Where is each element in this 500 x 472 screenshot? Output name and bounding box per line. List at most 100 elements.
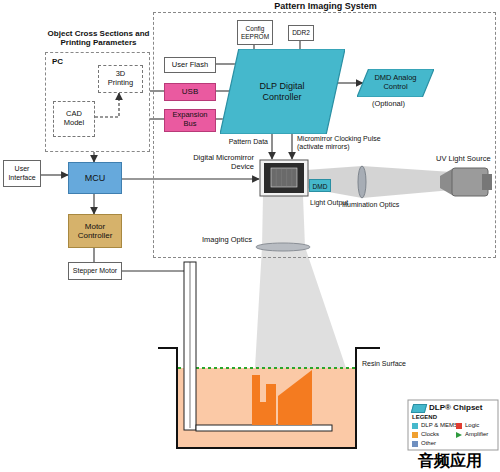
annotation: (Optional)	[372, 100, 422, 109]
motor-box: Stepper Motor	[68, 262, 122, 280]
node-label: MCU	[85, 173, 106, 183]
node-label: Expansion Bus	[168, 111, 212, 128]
node-content: 3D Printing	[99, 66, 142, 92]
memory-box: User Flash	[164, 57, 216, 73]
dmd-grid	[291, 168, 292, 187]
legend-label: Amplifier	[465, 431, 488, 438]
legend-swatch	[412, 423, 418, 429]
node-label: Pattern Imaging System	[154, 1, 497, 11]
legend-label: DLP® Chipset	[429, 403, 482, 412]
dmd-array	[271, 168, 297, 187]
node-label: DLP Digital Controller	[240, 81, 325, 102]
analog-chip: DMD Analog Control	[357, 69, 434, 97]
connector	[93, 248, 94, 262]
software-box: CAD Model	[53, 101, 95, 137]
node-label: DMD	[309, 179, 331, 192]
node-content: DLP Digital Controller	[220, 49, 345, 134]
pc-region: Object Cross Sections and Printing Param…	[45, 52, 150, 152]
legend-swatch	[456, 423, 462, 429]
dmd-frame	[260, 160, 308, 196]
dmd-picture	[259, 159, 309, 197]
node-content: DMD Analog Control	[357, 69, 434, 97]
legend-label: DLP & MEMS	[421, 422, 458, 429]
memory-box: Config EEPROM	[237, 20, 273, 45]
legend-swatch-shape	[456, 432, 462, 438]
connector	[216, 63, 235, 64]
legend-heading: LEGEND	[412, 414, 452, 421]
motor-controller-box: Motor Controller	[68, 214, 122, 248]
legend-box	[408, 400, 498, 450]
connector	[122, 178, 259, 179]
node-content: Motor Controller	[69, 215, 121, 247]
node-label: CAD Model	[57, 110, 91, 127]
imaging-lens	[256, 243, 310, 251]
uv-lamp-cone	[440, 169, 452, 195]
legend-swatch	[412, 441, 418, 447]
node-content: Stepper Motor	[69, 263, 121, 279]
node-content: User Flash	[165, 58, 215, 72]
connector	[95, 93, 119, 117]
node-label: Motor Controller	[72, 222, 118, 240]
platform-arm-line	[190, 262, 191, 428]
platform-arm	[184, 262, 196, 430]
connector	[337, 82, 363, 83]
annotation: Resin Surface	[362, 360, 422, 368]
legend-swatch	[412, 432, 418, 438]
legend-label: Clocks	[421, 431, 439, 438]
node-content: DDR2	[289, 26, 313, 40]
connector	[41, 174, 68, 175]
build-platform	[196, 425, 332, 431]
node-label: 3D Printing	[102, 70, 139, 87]
chip-shape	[357, 69, 434, 97]
connector	[93, 194, 94, 214]
printed-object	[252, 375, 276, 425]
node-content: USB	[165, 84, 215, 100]
node-content: User Interface	[4, 161, 40, 186]
node-sublabel: PC	[52, 57, 63, 66]
controller-chip: DLP Digital Controller	[220, 49, 345, 134]
dmd-package	[264, 163, 304, 193]
watermark: 音频应用	[418, 452, 498, 470]
annotation: Imaging Optics	[196, 236, 252, 245]
node-content: CAD Model	[54, 102, 94, 136]
dmd-grid	[281, 168, 282, 187]
node-content: Expansion Bus	[165, 110, 215, 131]
dmd-grid	[276, 168, 277, 187]
interface-box: USB	[164, 83, 216, 101]
illumination-lens	[358, 166, 366, 198]
resin-surface-line	[178, 367, 355, 369]
connector	[216, 118, 223, 119]
annotation: Illumination Optics	[342, 201, 412, 209]
process-box: User Interface	[3, 160, 41, 187]
resin	[178, 368, 355, 447]
dmd-device: DMD	[259, 159, 331, 197]
chip-shape	[220, 49, 345, 134]
node-content: MCU	[69, 163, 121, 193]
connector	[271, 134, 272, 159]
node-label: Config EEPROM	[241, 25, 269, 40]
node-label: User Interface	[7, 165, 37, 181]
connector	[291, 134, 292, 159]
dmd-grid	[286, 168, 287, 187]
annotation: Digital Micromirror Device	[180, 154, 254, 171]
legend-label: Logic	[465, 422, 479, 429]
node-label: Object Cross Sections and Printing Param…	[40, 29, 157, 47]
memory-box: DDR2	[288, 25, 314, 41]
illumination-beam	[306, 166, 452, 198]
printed-object	[278, 370, 312, 425]
node-label: DDR2	[292, 29, 310, 36]
signal-label: Pattern Data	[212, 138, 268, 146]
motor-link	[122, 271, 184, 272]
node-content: Config EEPROM	[238, 21, 272, 44]
annotation: UV Light Source	[436, 155, 498, 164]
legend-swatch	[411, 404, 427, 413]
node-label: Stepper Motor	[73, 267, 117, 275]
interface-box: Expansion Bus	[164, 109, 216, 132]
connector	[299, 41, 300, 49]
mcu-box: MCU	[68, 162, 122, 194]
connector	[93, 152, 94, 162]
node-label: DMD Analog Control	[369, 74, 421, 91]
software-box: 3D Printing	[98, 65, 143, 93]
signal-label: Micromirror Clocking Pulse (activate mir…	[297, 135, 397, 151]
